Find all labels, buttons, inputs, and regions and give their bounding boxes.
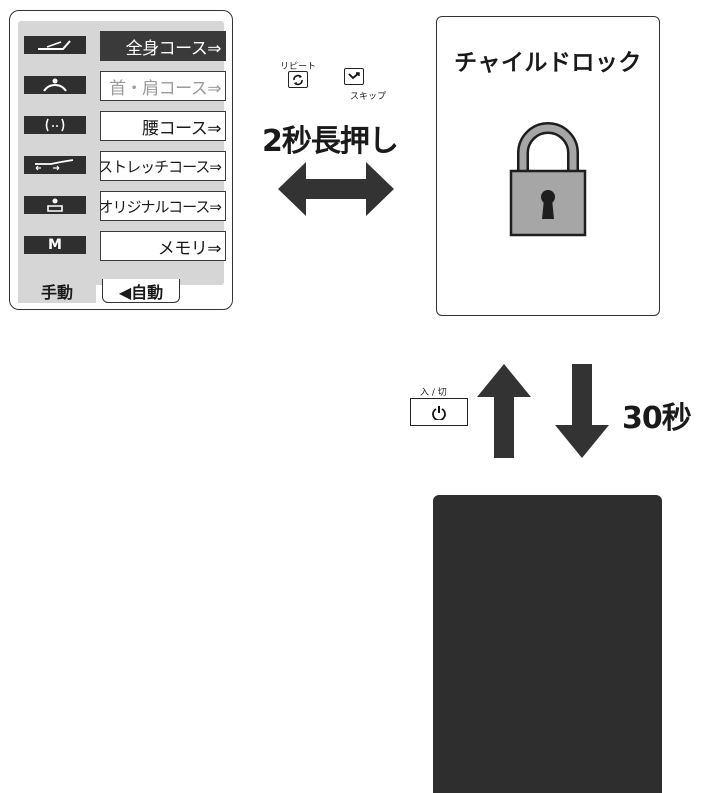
course-label: ストレッチコース⇒ — [100, 151, 226, 181]
skip-icon — [348, 71, 360, 79]
repeat-icon — [293, 74, 303, 85]
course-row-neck-shoulder[interactable]: 首・肩コース⇒ — [24, 71, 226, 103]
course-label: オリジナルコース⇒ — [100, 191, 226, 221]
stretch-icon — [24, 156, 86, 174]
memory-icon: M — [24, 236, 86, 254]
course-menu-panel: 全身コース⇒ 首・肩コース⇒ 腰コース⇒ ストレッチコース⇒ オリジナルコース⇒ — [9, 10, 233, 310]
waist-icon — [24, 116, 86, 134]
course-label: 全身コース⇒ — [100, 31, 226, 61]
repeat-button[interactable] — [288, 71, 308, 88]
course-label: メモリ⇒ — [100, 231, 226, 261]
power-icon — [432, 406, 446, 420]
skip-button[interactable] — [344, 68, 364, 85]
lock-screen-title: チャイルドロック — [454, 50, 642, 76]
course-label: 腰コース⇒ — [100, 111, 226, 141]
screen-off — [433, 495, 662, 793]
course-row-memory[interactable]: M メモリ⇒ — [24, 231, 226, 263]
child-lock-screen: チャイルドロック — [436, 16, 660, 316]
power-caption: 入 / 切 — [420, 388, 447, 398]
full-body-icon — [24, 36, 86, 54]
repeat-caption: リピート — [280, 62, 317, 72]
course-label: 首・肩コース⇒ — [100, 71, 226, 101]
course-row-full-body[interactable]: 全身コース⇒ — [24, 31, 226, 63]
arrow-up-icon — [477, 364, 531, 458]
power-button[interactable] — [410, 398, 468, 426]
course-row-original[interactable]: オリジナルコース⇒ — [24, 191, 226, 223]
original-icon — [24, 196, 86, 214]
thirty-seconds-label: 30秒 — [622, 401, 692, 436]
tab-auto[interactable]: ◀自動 — [102, 279, 180, 303]
memory-icon-text: M — [48, 237, 62, 253]
course-row-stretch[interactable]: ストレッチコース⇒ — [24, 151, 226, 183]
arrow-down-icon — [555, 364, 609, 458]
double-arrow-icon — [278, 162, 394, 216]
long-press-label: 2秒長押し — [262, 124, 399, 159]
tab-manual[interactable]: 手動 — [18, 279, 96, 303]
mode-tabs: 手動 ◀自動 — [18, 279, 228, 305]
skip-caption: スキップ — [350, 92, 387, 102]
course-row-waist[interactable]: 腰コース⇒ — [24, 111, 226, 143]
neck-shoulder-icon — [24, 76, 86, 94]
padlock-icon — [509, 122, 587, 237]
course-menu-list: 全身コース⇒ 首・肩コース⇒ 腰コース⇒ ストレッチコース⇒ オリジナルコース⇒ — [18, 21, 226, 285]
